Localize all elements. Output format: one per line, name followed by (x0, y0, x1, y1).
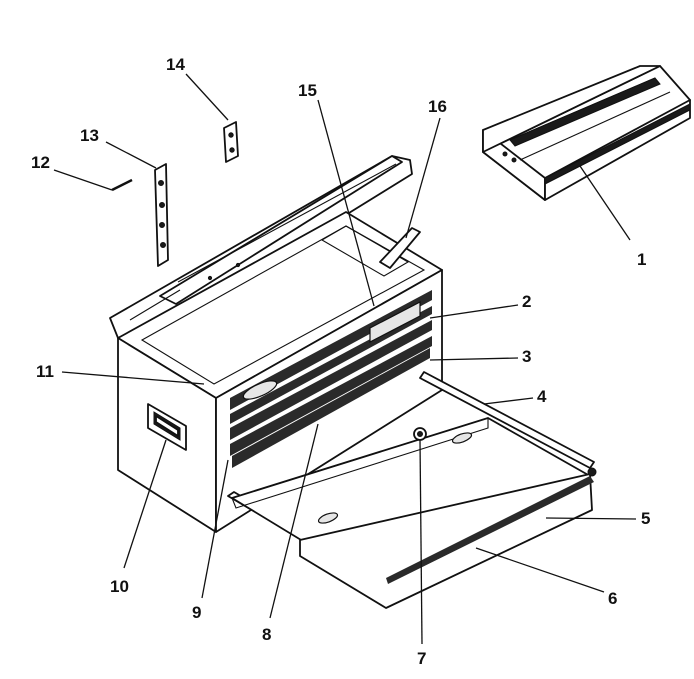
callout-9: 9 (192, 603, 201, 622)
bracket-part-14 (223, 121, 239, 163)
callout-6: 6 (608, 589, 617, 608)
hinge-strip-part-13 (154, 163, 169, 267)
callout-7: 7 (417, 649, 426, 668)
callout-16: 16 (428, 97, 447, 116)
callout-10: 10 (110, 577, 129, 596)
callout-5: 5 (641, 509, 650, 528)
callout-14: 14 (166, 55, 185, 74)
callout-8: 8 (262, 625, 271, 644)
hinge-pin-part-12 (111, 178, 133, 192)
callout-13: 13 (80, 126, 99, 145)
callout-12: 12 (31, 153, 50, 172)
callout-15: 15 (298, 81, 317, 100)
callout-labels: 1 2 3 4 5 6 7 8 9 10 11 12 13 14 15 16 (31, 55, 650, 668)
leader-lines (53, 73, 637, 645)
open-drawer (227, 371, 597, 609)
tray-part (482, 65, 691, 201)
callout-11: 11 (36, 362, 54, 381)
chest-lid (109, 155, 413, 339)
callout-4: 4 (537, 387, 547, 406)
callout-2: 2 (522, 292, 531, 311)
callout-1: 1 (637, 250, 646, 269)
callout-3: 3 (522, 347, 531, 366)
